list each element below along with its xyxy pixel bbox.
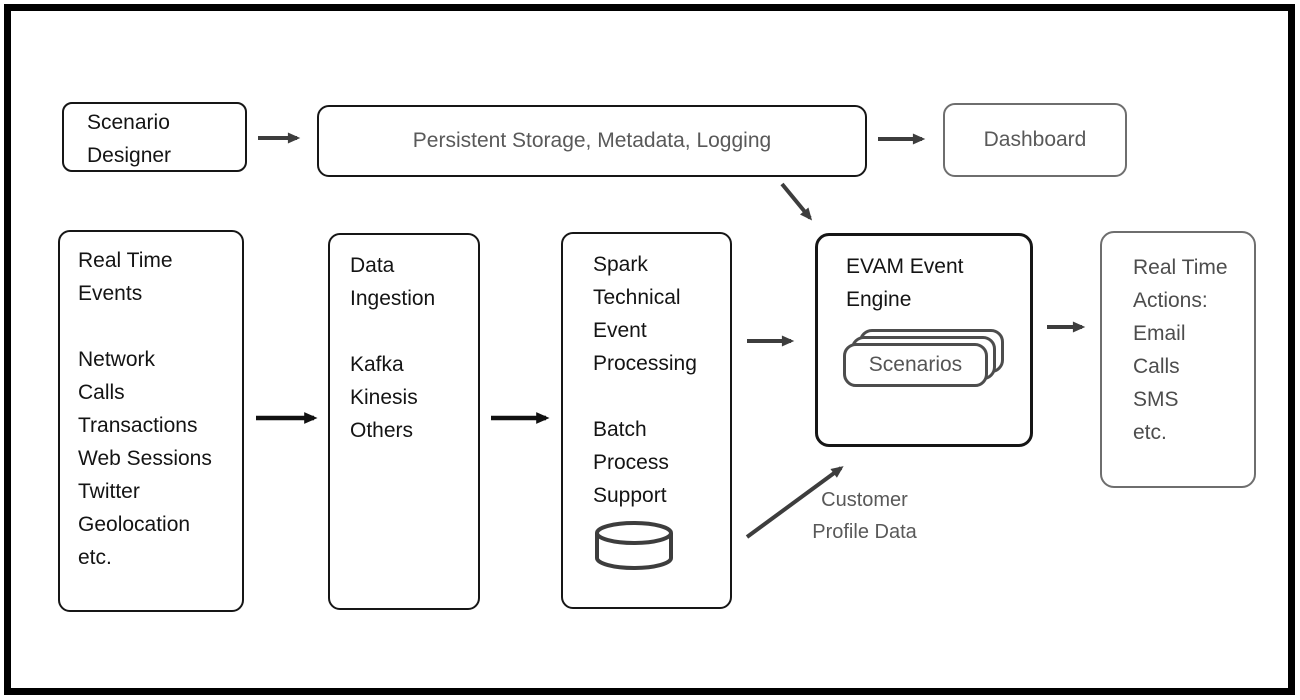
dashboard-label: Dashboard: [983, 128, 1087, 151]
persistent-storage-box: Persistent Storage, Metadata, Logging: [317, 105, 867, 177]
outer-frame: [4, 4, 1295, 695]
persistent-storage-label: Persistent Storage, Metadata, Logging: [412, 129, 772, 152]
dashboard-box: Dashboard: [943, 103, 1127, 177]
scenario-card-front: Scenarios: [843, 343, 988, 387]
scenarios-label: Scenarios: [868, 353, 963, 376]
